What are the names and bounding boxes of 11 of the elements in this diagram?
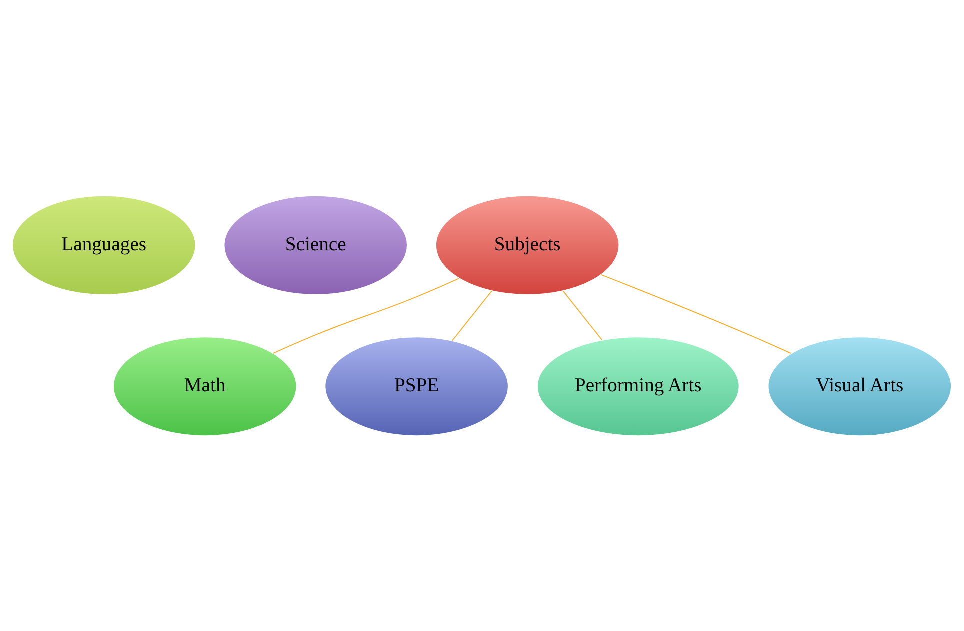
node-ellipse: Math (112, 336, 298, 436)
node-ellipse: Performing Arts (536, 336, 740, 436)
connector (562, 290, 602, 340)
connector (272, 278, 460, 354)
node-ellipse: Science (224, 194, 408, 295)
node-ellipse: Subjects (435, 194, 620, 295)
node-ellipse: Visual Arts (768, 336, 952, 436)
connector (452, 290, 492, 341)
node-ellipse: PSPE (324, 336, 509, 436)
node-ellipse: Languages (12, 194, 196, 295)
connector (600, 274, 792, 354)
